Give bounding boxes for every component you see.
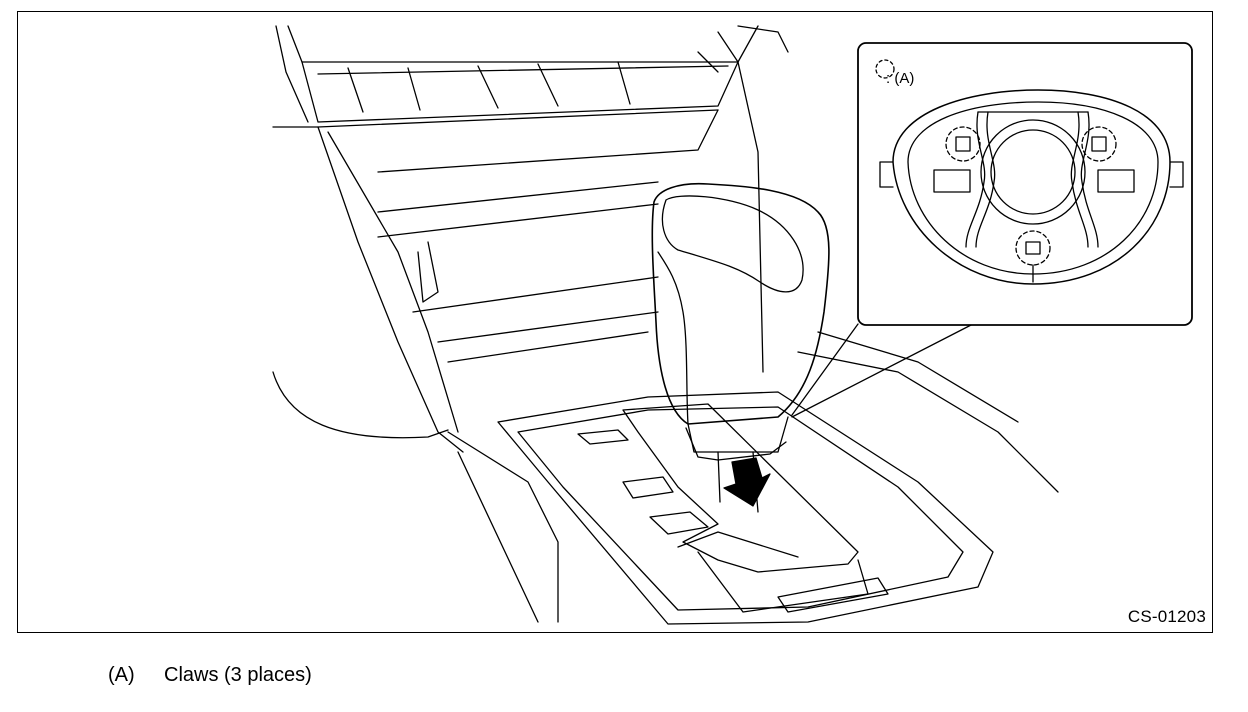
dashboard-upper: [272, 25, 789, 373]
shift-knob-diagram: [272, 25, 1193, 625]
center-console: [272, 126, 659, 623]
inset-legend-label: : (A): [886, 70, 915, 87]
callout-leader: [791, 323, 974, 418]
illustration-frame: : (A) CS-01203: [17, 11, 1213, 633]
caption-key: (A): [108, 664, 135, 686]
caption-line: (A) Claws (3 places): [108, 664, 312, 687]
removal-arrow-icon: [723, 457, 771, 507]
caption-text: Claws (3 places): [164, 664, 312, 686]
shift-knob: [651, 182, 830, 513]
detail-inset: [857, 42, 1193, 326]
figure-code: CS-01203: [1127, 607, 1206, 626]
shifter-bezel: [497, 331, 1059, 625]
